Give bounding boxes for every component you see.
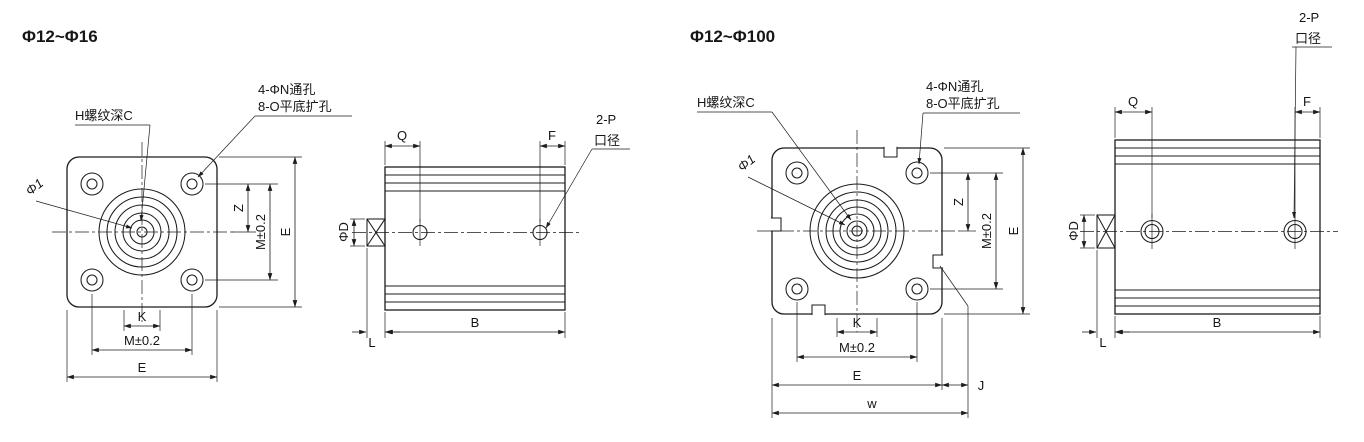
through-hole-label: 4-ΦN通孔 <box>258 82 315 97</box>
rod-boss <box>366 218 386 247</box>
side-top-dims: Q F <box>384 128 566 222</box>
dim-label-m-horizontal: M±0.2 <box>124 333 160 348</box>
dim-label-f: F <box>1303 94 1311 109</box>
right-title: Φ12~Φ100 <box>690 27 775 46</box>
port-count-label: 2-P <box>596 112 616 127</box>
dim-label-l: L <box>1099 335 1106 350</box>
dim-label-f: F <box>548 128 556 143</box>
side-bottom-dims: L B <box>352 248 566 350</box>
bore-diameter-label: Φ1 <box>735 151 759 174</box>
dim-label-l: L <box>368 335 375 350</box>
dim-label-z: Z <box>231 204 246 212</box>
port-holes <box>1140 214 1307 249</box>
thread-leader: H螺纹深C <box>697 95 852 221</box>
thread-label: H螺纹深C <box>697 95 755 110</box>
dim-label-d: ΦD <box>1066 221 1081 241</box>
dim-label-e-horizontal: E <box>138 360 147 375</box>
left-title: Φ12~Φ16 <box>22 27 98 46</box>
dim-label-b: B <box>471 315 480 330</box>
dim-label-e-vertical: E <box>278 227 293 236</box>
left-side-view: ΦD Q F 2-P 口径 <box>336 112 630 350</box>
holes-leader: 4-ΦN通孔 8-O平底扩孔 <box>917 79 1020 165</box>
body-band-lines <box>385 174 565 303</box>
dim-label-e-vertical: E <box>1006 226 1021 235</box>
bore-leader: Φ1 <box>23 175 133 229</box>
front-vertical-dims: Z M±0.2 E <box>205 156 302 308</box>
left-drawing: Φ12~Φ16 H螺纹 <box>22 27 630 382</box>
thread-label: H螺纹深C <box>75 108 133 123</box>
port-caliber-label: 口径 <box>1295 31 1321 46</box>
port-holes <box>412 219 548 246</box>
side-d-dim: ΦD <box>1066 214 1095 249</box>
left-front-view: H螺纹深C 4-ΦN通孔 8-O平底扩孔 Φ1 <box>23 82 352 382</box>
dim-label-k: K <box>138 309 147 324</box>
dim-label-z: Z <box>951 198 966 206</box>
dim-label-q: Q <box>1128 94 1138 109</box>
dim-label-e-horizontal: E <box>853 368 862 383</box>
through-hole-label: 4-ΦN通孔 <box>926 79 983 94</box>
dim-label-w: w <box>866 396 877 411</box>
rod-boss <box>1096 214 1116 249</box>
front-horizontal-dims: K M±0.2 E <box>66 294 218 382</box>
right-side-view: ΦD Q F 2-P 口径 <box>1066 10 1338 350</box>
dim-label-m-vertical: M±0.2 <box>979 213 994 249</box>
center-bore <box>809 183 905 279</box>
front-vertical-dims: Z M±0.2 E <box>930 147 1030 315</box>
thread-leader: H螺纹深C <box>75 108 151 222</box>
sensor-notches <box>770 146 944 316</box>
port-leader: 2-P 口径 <box>545 112 630 229</box>
corner-holes <box>785 161 929 301</box>
bore-diameter-label: Φ1 <box>23 175 47 198</box>
body-band-lines <box>1115 147 1320 307</box>
dim-label-j: J <box>978 378 985 393</box>
counterbore-label: 8-O平底扩孔 <box>926 96 1000 111</box>
dim-label-q: Q <box>397 128 407 143</box>
port-count-label: 2-P <box>1299 10 1319 25</box>
port-caliber-label: 口径 <box>594 133 620 148</box>
front-horizontal-dims: K M±0.2 E J w <box>771 265 985 418</box>
dim-label-b: B <box>1213 315 1222 330</box>
side-bottom-dims: L B <box>1082 250 1321 350</box>
dim-label-m-horizontal: M±0.2 <box>839 340 875 355</box>
counterbore-label: 8-O平底扩孔 <box>258 99 332 114</box>
right-drawing: Φ12~Φ100 <box>690 10 1338 418</box>
corner-holes <box>80 172 204 292</box>
dim-label-m-vertical: M±0.2 <box>253 214 268 250</box>
side-body-outline <box>384 166 566 311</box>
dim-label-d: ΦD <box>336 222 351 242</box>
side-d-dim: ΦD <box>336 218 365 247</box>
dim-label-k: K <box>853 315 862 330</box>
holes-leader: 4-ΦN通孔 8-O平底扩孔 <box>197 82 352 178</box>
port-leader: 2-P 口径 <box>1292 10 1332 219</box>
right-front-view: H螺纹深C 4-ΦN通孔 8-O平底扩孔 Φ1 <box>697 79 1030 418</box>
bore-leader: Φ1 <box>735 151 846 226</box>
